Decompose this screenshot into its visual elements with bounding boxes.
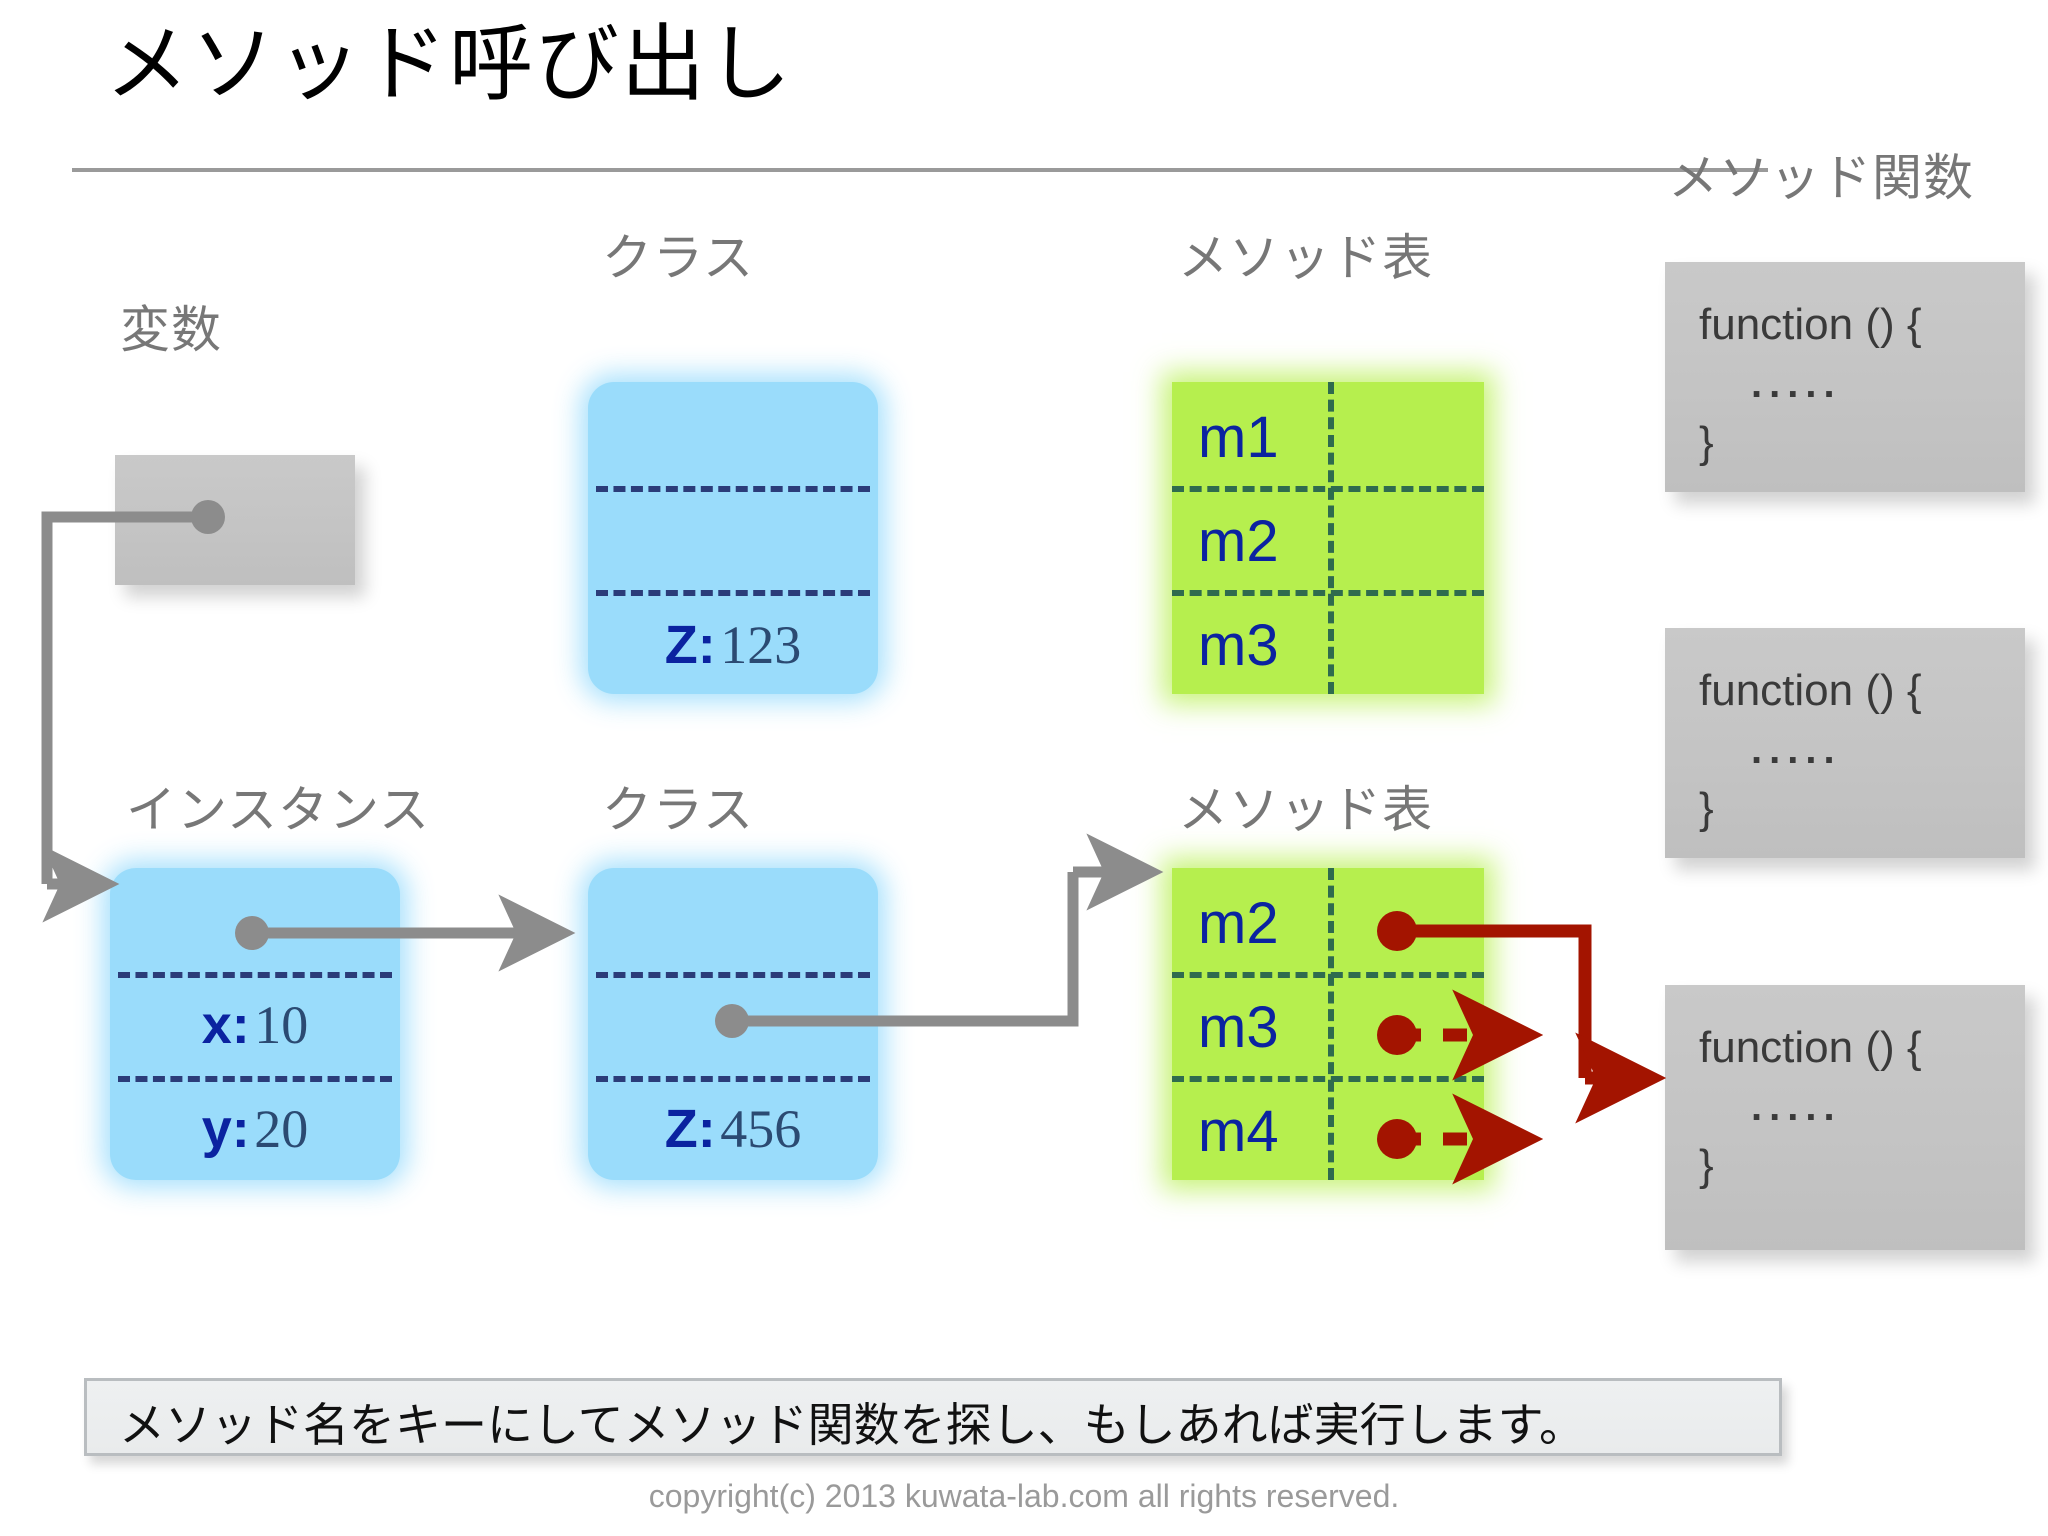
method-table-row-divider-1 [1172, 486, 1484, 492]
wire-instance-to-class [235, 894, 576, 972]
slot-key: Z: [664, 615, 716, 675]
method-table-column-divider [1328, 382, 1334, 694]
method-function-box-3[interactable]: function () { ..... } [1665, 985, 2025, 1250]
slot-value: 123 [720, 615, 802, 675]
function-line-close: } [1699, 1141, 1714, 1190]
class-divider-1 [596, 486, 870, 492]
method-name-row-3: m4 [1198, 1099, 1279, 1164]
function-line-close: } [1699, 784, 1714, 833]
function-line-open: function () { [1699, 666, 1922, 715]
slot-key: Z: [664, 1099, 716, 1159]
method-table-top[interactable]: m1 m2 m3 [1172, 382, 1484, 694]
slot-value: 10 [254, 995, 309, 1055]
method-table-row-divider-2 [1172, 1076, 1484, 1082]
title-divider [72, 168, 1768, 172]
method-table-row-divider-1 [1172, 972, 1484, 978]
function-line-body: ..... [1751, 362, 1842, 406]
m3-pointer-dot [1377, 1015, 1417, 1055]
label-method-table-bottom: メソッド表 [1178, 782, 1433, 838]
method-name-row-1: m2 [1198, 891, 1279, 956]
method-table-bottom[interactable]: m2 m3 m4 [1172, 868, 1484, 1180]
class-pointer-dot [715, 1004, 749, 1038]
label-class-top: クラス [602, 230, 754, 286]
wire-variable-to-instance [41, 500, 225, 923]
wire-m4-dashed [1377, 1093, 1544, 1185]
page-title: メソッド呼び出し [105, 17, 794, 111]
instance-pointer-dot [235, 916, 269, 950]
function-line-open: function () { [1699, 300, 1922, 349]
instance-divider-2 [118, 1076, 392, 1082]
function-line-body: ..... [1751, 1085, 1842, 1129]
caption-bar: メソッド名をキーにしてメソッド関数を探し、もしあれば実行します。 [84, 1378, 1782, 1456]
label-variable: 変数 [120, 302, 222, 358]
caption-text: メソッド名をキーにしてメソッド関数を探し、もしあれば実行します。 [119, 1399, 1586, 1451]
slot-key: y: [201, 1099, 250, 1159]
function-line-body: ..... [1751, 728, 1842, 772]
class-divider-2 [596, 1076, 870, 1082]
m2-pointer-dot [1377, 911, 1417, 951]
class-divider-2 [596, 590, 870, 596]
label-method-table-top: メソッド表 [1178, 230, 1433, 286]
method-function-box-1[interactable]: function () { ..... } [1665, 262, 2025, 492]
method-table-row-divider-2 [1172, 590, 1484, 596]
m4-pointer-dot [1377, 1119, 1417, 1159]
method-function-box-2[interactable]: function () { ..... } [1665, 628, 2025, 858]
instance-slot-x: x: 10 [110, 994, 400, 1056]
function-line-close: } [1699, 418, 1714, 467]
class-box-top[interactable]: Z: 123 [588, 382, 878, 694]
slot-key: x: [201, 995, 250, 1055]
instance-divider-1 [118, 972, 392, 978]
slot-value: 20 [254, 1099, 309, 1159]
function-line-open: function () { [1699, 1023, 1922, 1072]
label-method-function: メソッド関数 [1668, 150, 1974, 206]
method-name-row-1: m1 [1198, 405, 1279, 470]
copyright-text: copyright(c) 2013 kuwata-lab.com all rig… [648, 1478, 1400, 1514]
variable-pointer-dot [191, 500, 225, 534]
label-class-bottom: クラス [602, 782, 754, 838]
slot-value: 456 [720, 1099, 802, 1159]
method-name-row-2: m3 [1198, 995, 1279, 1060]
method-name-row-3: m3 [1198, 613, 1279, 678]
method-name-row-2: m2 [1198, 509, 1279, 574]
wire-m2-to-function [1377, 911, 1667, 1124]
wire-class-to-method-table [715, 833, 1164, 1038]
class-slot-z: Z: 456 [588, 1098, 878, 1160]
wire-m3-dashed [1377, 989, 1544, 1081]
label-instance: インスタンス [126, 782, 430, 838]
method-table-column-divider [1328, 868, 1334, 1180]
class-divider-1 [596, 972, 870, 978]
class-slot-z: Z: 123 [588, 614, 878, 676]
instance-slot-y: y: 20 [110, 1098, 400, 1160]
